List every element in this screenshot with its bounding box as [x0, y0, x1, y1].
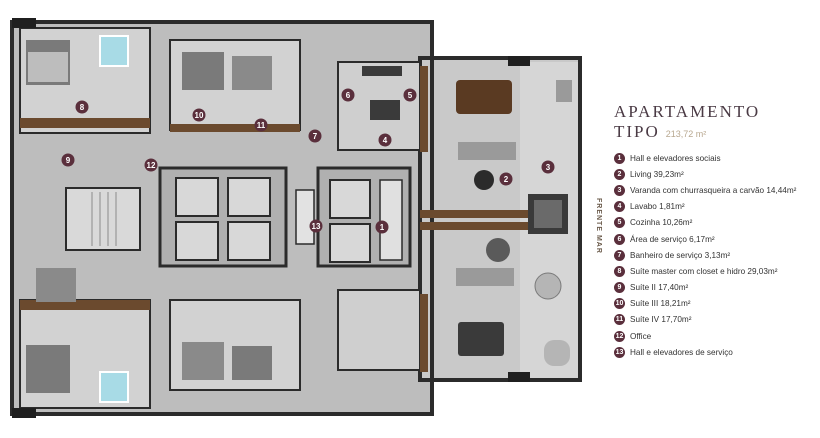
room-legend: 1 Hall e elevadores sociais 2 Living 39,23… [614, 150, 818, 360]
svg-text:6: 6 [346, 91, 351, 100]
title-tipo: TIPO [614, 122, 660, 141]
coffee-table [474, 170, 494, 190]
legend-label: Living 39,23m² [630, 169, 684, 179]
legend-number: 13 [614, 346, 625, 358]
svg-text:3: 3 [546, 163, 551, 172]
legend-number: 1 [614, 152, 625, 164]
svg-text:8: 8 [80, 103, 85, 112]
legend-label: Cozinha 10,26m² [630, 218, 693, 228]
bathtub-bottom [99, 371, 129, 403]
title-line-2: TIPO 213,72 m² [614, 122, 814, 144]
stairs [65, 187, 141, 251]
title-line-1: APARTAMENTO [614, 102, 761, 121]
legend-label: Suíte III 18,21m² [630, 299, 691, 309]
legend-item: 6 Área de serviço 6,17m² [614, 231, 818, 247]
legend-number: 9 [614, 282, 625, 294]
room-marker-8: 8 [75, 100, 89, 114]
legend-item: 5 Cozinha 10,26m² [614, 215, 818, 231]
legend-label: Suíte IV 17,70m² [630, 315, 692, 325]
legend-label: Área de serviço 6,17m² [630, 234, 715, 244]
svg-text:10: 10 [195, 111, 204, 120]
legend-item: 3 Varanda com churrasqueira a carvão 14,4… [614, 182, 818, 198]
room-marker-12: 12 [144, 158, 158, 172]
svg-text:4: 4 [383, 136, 388, 145]
legend-item: 1 Hall e elevadores sociais [614, 150, 818, 166]
legend-item: 11 Suíte IV 17,70m² [614, 312, 818, 328]
svg-text:2: 2 [504, 175, 509, 184]
legend-label: Suíte master com closet e hidro 29,03m² [630, 266, 778, 276]
svg-text:5: 5 [408, 91, 413, 100]
legend-number: 4 [614, 201, 625, 213]
room-marker-11: 11 [254, 118, 268, 132]
room-marker-6: 6 [341, 88, 355, 102]
legend-number: 3 [614, 184, 625, 196]
svg-text:13: 13 [312, 222, 321, 231]
legend-number: 11 [614, 314, 625, 326]
room-marker-4: 4 [378, 133, 392, 147]
legend-number: 6 [614, 233, 625, 245]
legend-item: 7 Banheiro de serviço 3,13m² [614, 247, 818, 263]
legend-item: 13 Hall e elevadores de serviço [614, 344, 818, 360]
legend-number: 10 [614, 298, 625, 310]
legend-label: Office [630, 331, 652, 341]
total-area: 213,72 m² [665, 129, 707, 139]
bed-suite-4 [232, 56, 272, 90]
legend-label: Hall e elevadores sociais [630, 153, 721, 163]
floor-plan: 1 2 3 4 5 6 7 8 9 10 11 12 13 [10, 18, 582, 418]
room-marker-10: 10 [192, 108, 206, 122]
room-marker-2: 2 [499, 172, 513, 186]
svg-text:12: 12 [147, 161, 156, 170]
svg-text:1: 1 [380, 223, 385, 232]
room-marker-1: 1 [375, 220, 389, 234]
room-marker-5: 5 [403, 88, 417, 102]
legend-item: 12 Office [614, 328, 818, 344]
legend-item: 9 Suíte II 17,40m² [614, 280, 818, 296]
legend-item: 4 Lavabo 1,81m² [614, 199, 818, 215]
svg-text:11: 11 [257, 121, 266, 130]
bed-suite-3 [182, 52, 224, 90]
room-marker-7: 7 [308, 129, 322, 143]
legend-label: Varanda com churrasqueira a carvão 14,44… [630, 185, 797, 195]
room-marker-13: 13 [309, 219, 323, 233]
title-block: APARTAMENTO TIPO 213,72 m² [614, 102, 814, 144]
legend-item: 2 Living 39,23m² [614, 166, 818, 182]
room-marker-9: 9 [61, 153, 75, 167]
legend-label: Banheiro de serviço 3,13m² [630, 250, 731, 260]
legend-number: 2 [614, 168, 625, 180]
dining-table-top [456, 80, 512, 114]
legend-number: 8 [614, 265, 625, 277]
dining-table-bottom [458, 322, 504, 356]
legend-number: 5 [614, 217, 625, 229]
legend-label: Suíte II 17,40m² [630, 283, 689, 293]
sofa-top [458, 142, 516, 160]
room-marker-3: 3 [541, 160, 555, 174]
orientation-label: FRENTE MAR [595, 198, 602, 254]
svg-text:7: 7 [313, 132, 318, 141]
legend-item: 8 Suíte master com closet e hidro 29,03m² [614, 263, 818, 279]
svg-text:9: 9 [66, 156, 71, 165]
legend-number: 7 [614, 249, 625, 261]
legend-number: 12 [614, 330, 625, 342]
bathtub-top [99, 35, 129, 67]
legend-label: Lavabo 1,81m² [630, 202, 685, 212]
bed-mirror [26, 345, 70, 393]
legend-label: Hall e elevadores de serviço [630, 347, 733, 357]
legend-item: 10 Suíte III 18,21m² [614, 296, 818, 312]
